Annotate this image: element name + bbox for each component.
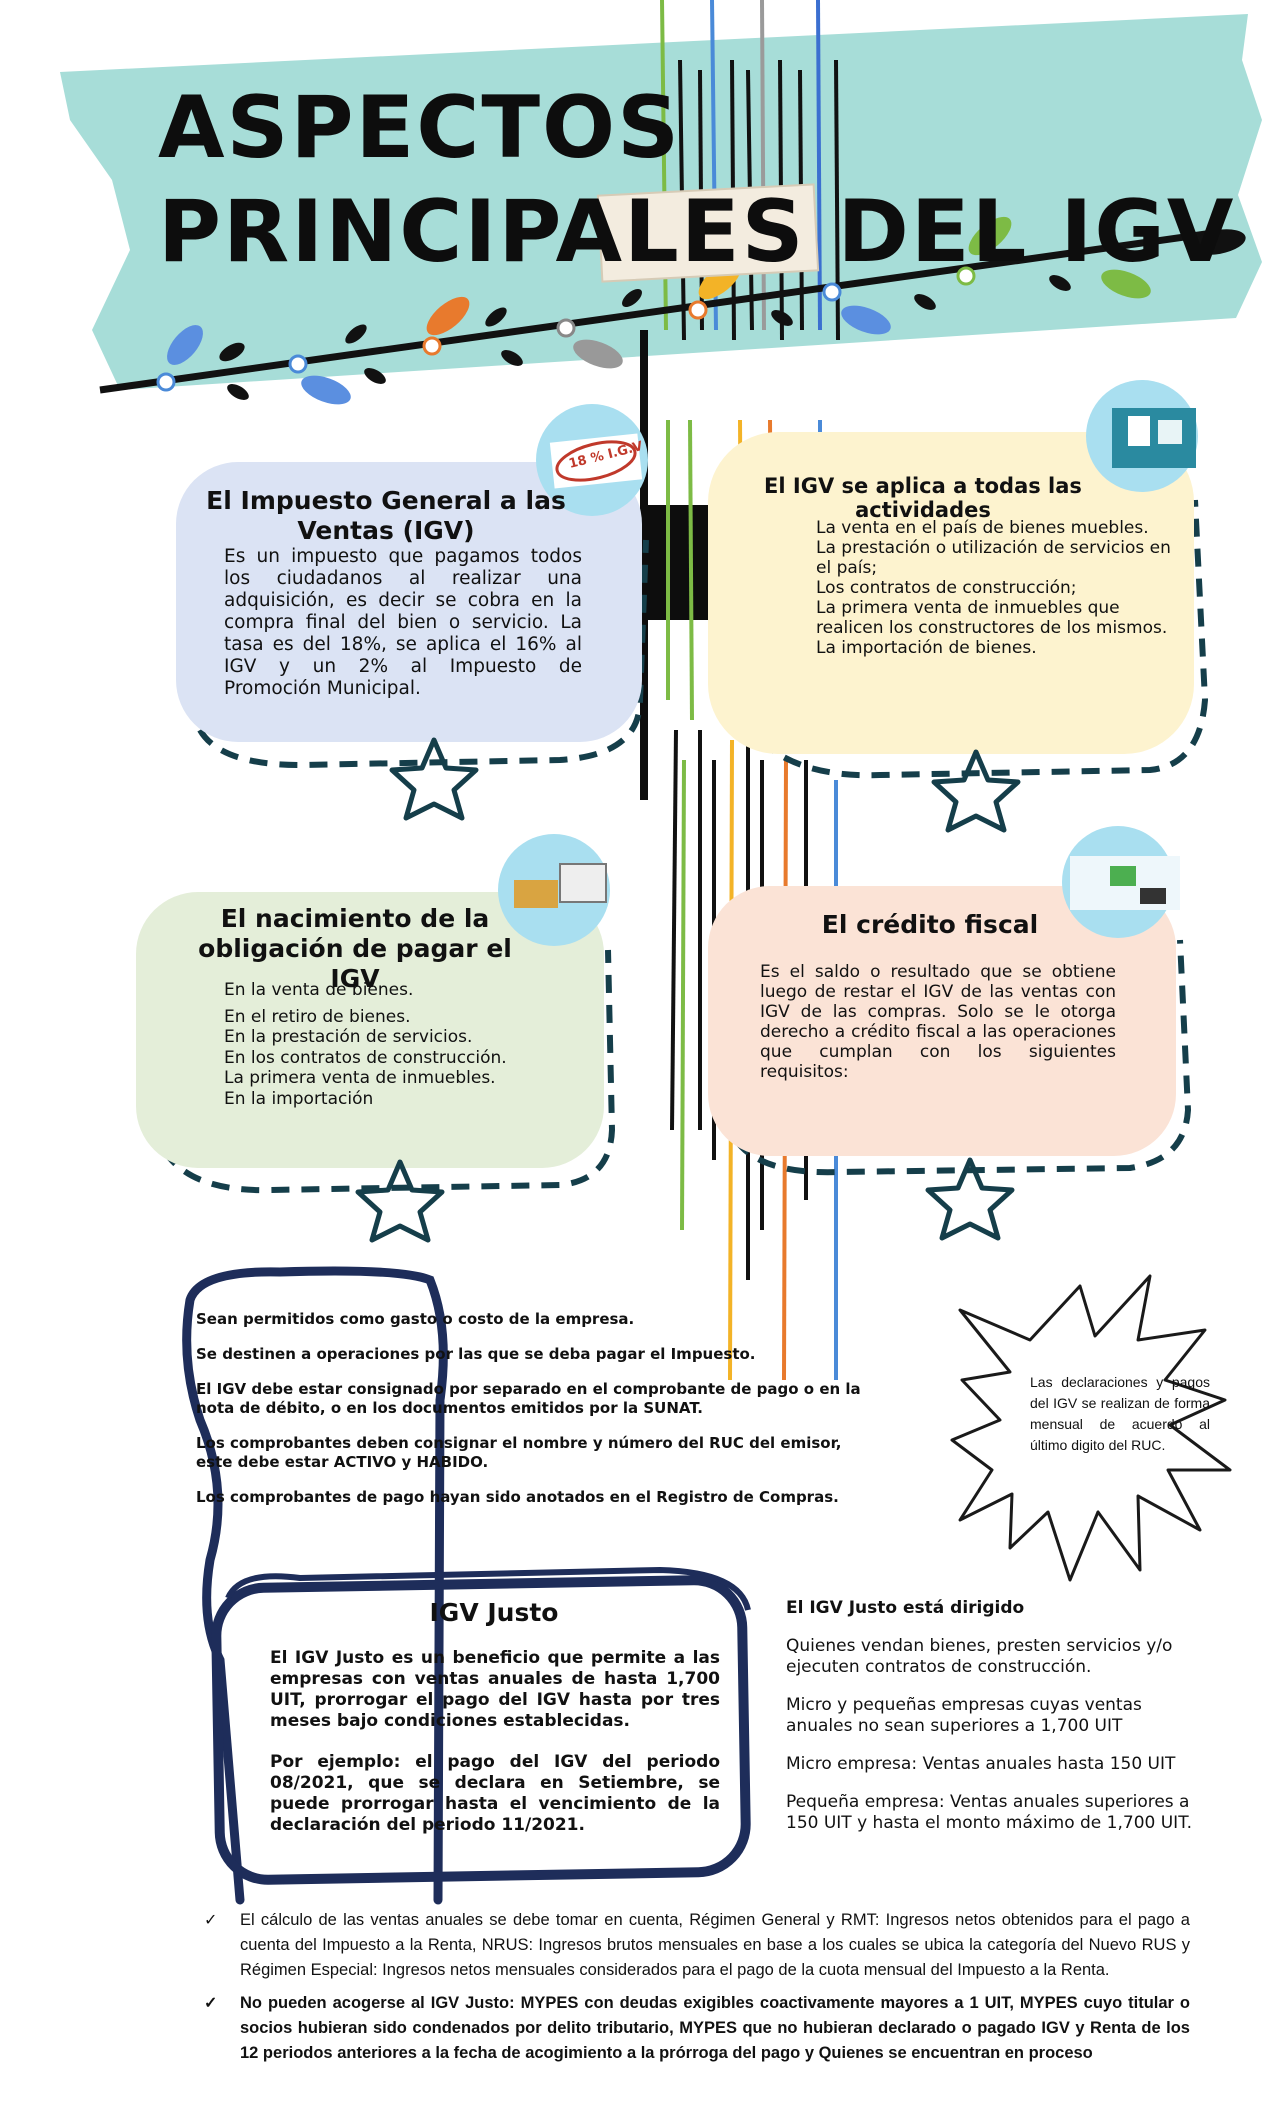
money-transfer-icon (1070, 856, 1180, 910)
igv-justo-paragraph-2: Por ejemplo: el pago del IGV del periodo… (270, 1752, 720, 1835)
card-bg-aplica (708, 432, 1194, 754)
list-item: Los comprobantes deben consignar el nomb… (196, 1434, 842, 1471)
list-item: En los contratos de construcción. (224, 1047, 507, 1068)
badge-credito (1062, 826, 1180, 938)
badge-impuesto (536, 404, 648, 516)
spiky-star-callout (950, 1274, 1232, 1582)
list-item: Se destinen a operaciones por las que se… (196, 1345, 756, 1363)
dirigido-section: El IGV Justo está dirigido Quienes venda… (786, 1598, 1196, 1851)
star-outline-4 (925, 1157, 1015, 1241)
list-item: En el retiro de bienes. (224, 1006, 411, 1027)
page-title: ASPECTOS PRINCIPALES DEL IGV (158, 76, 1235, 284)
check-icon: ✓ (204, 1912, 218, 1929)
list-item: Sean permitidos como gasto o costo de la… (196, 1310, 635, 1328)
documents-icon (1112, 408, 1196, 468)
card-dashed-outline-3 (161, 949, 616, 1194)
leaf-branch (99, 228, 1221, 394)
card-title-credito: El crédito fiscal (821, 910, 1039, 939)
igv-justo-title: IGV Justo (429, 1598, 559, 1627)
badge-nacimiento (498, 834, 610, 946)
igv-justo-paragraph-1: El IGV Justo es un beneficio que permite… (270, 1648, 720, 1731)
star-outline-3 (355, 1159, 445, 1243)
coins-calculator-icon (514, 864, 606, 908)
card-list-aplica: La venta en el país de bienes muebles. L… (816, 518, 1182, 658)
note-text: El cálculo de las ventas anuales se debe… (240, 1911, 1190, 1979)
card-bg-nacimiento (136, 892, 604, 1168)
badge-aplica (1086, 380, 1198, 492)
requirements-list: Sean permitidos como gasto o costo de la… (196, 1310, 872, 1523)
list-item: Los comprobantes de pago hayan sido anot… (196, 1488, 839, 1506)
star-callout-text: Las declaraciones y pagos del IGV se rea… (1030, 1374, 1210, 1453)
card-dashed-outline-2 (757, 499, 1209, 779)
list-item: La venta en el país de bienes muebles. (816, 518, 1149, 538)
list-item: Pequeña empresa: Ventas anuales superior… (786, 1792, 1192, 1833)
card-body-impuesto: Es un impuesto que pagamos todos los ciu… (224, 546, 582, 699)
list-item: Los contratos de construcción; (816, 578, 1077, 598)
igv-justo-frame (211, 1575, 751, 1885)
leaves (156, 216, 1246, 405)
card-list-nacimiento: En la venta de bienes. En el retiro de b… (224, 980, 554, 1109)
note-text: No pueden acogerse al IGV Justo: MYPES c… (240, 1994, 1190, 2062)
dirigido-title: El IGV Justo está dirigido (786, 1598, 1025, 1618)
list-item: La primera venta de inmuebles. (224, 1068, 496, 1088)
igv-justo-body: El IGV Justo es un beneficio que permite… (270, 1648, 720, 1836)
list-item: Micro y pequeñas empresas cuyas ventas a… (786, 1695, 1142, 1736)
scribble-outline (182, 1266, 448, 1905)
list-item: En la prestación de servicios. (224, 1027, 473, 1047)
card-bg-impuesto (176, 462, 642, 742)
bottom-notes: ✓ El cálculo de las ventas anuales se de… (204, 1908, 1190, 2066)
star-outline-2 (931, 749, 1021, 833)
title-line-1: ASPECTOS (158, 78, 682, 178)
check-icon: ✓ (204, 1995, 218, 2012)
card-body-credito: Es el saldo o resultado que se obtiene l… (760, 962, 1116, 1082)
title-line-2: PRINCIPALES DEL IGV (158, 182, 1236, 282)
card-title-aplica: El IGV se aplica a todas las actividades (764, 474, 1082, 522)
list-item: Micro empresa: Ventas anuales hasta 150 … (786, 1754, 1176, 1774)
list-item: Quienes vendan bienes, presten servicios… (786, 1636, 1173, 1677)
center-band (648, 505, 714, 620)
card-title-nacimiento: El nacimiento de la obligación de pagar … (198, 904, 512, 993)
title-image-strip (596, 183, 820, 283)
list-item: La importación de bienes. (816, 638, 1037, 658)
list-item: En la venta de bienes. (224, 980, 414, 1000)
list-item: La primera venta de inmuebles que realic… (816, 598, 1168, 638)
card-title-impuesto: El Impuesto General a las Ventas (IGV) (206, 486, 566, 545)
card-bg-credito (708, 886, 1176, 1156)
list-item: En la importación (224, 1088, 374, 1109)
card-dashed-outline-1 (197, 539, 649, 769)
list-item: La prestación o utilización de servicios… (816, 538, 1171, 578)
star-outline-1 (389, 737, 479, 821)
list-item: El IGV debe estar consignado por separad… (196, 1380, 861, 1417)
